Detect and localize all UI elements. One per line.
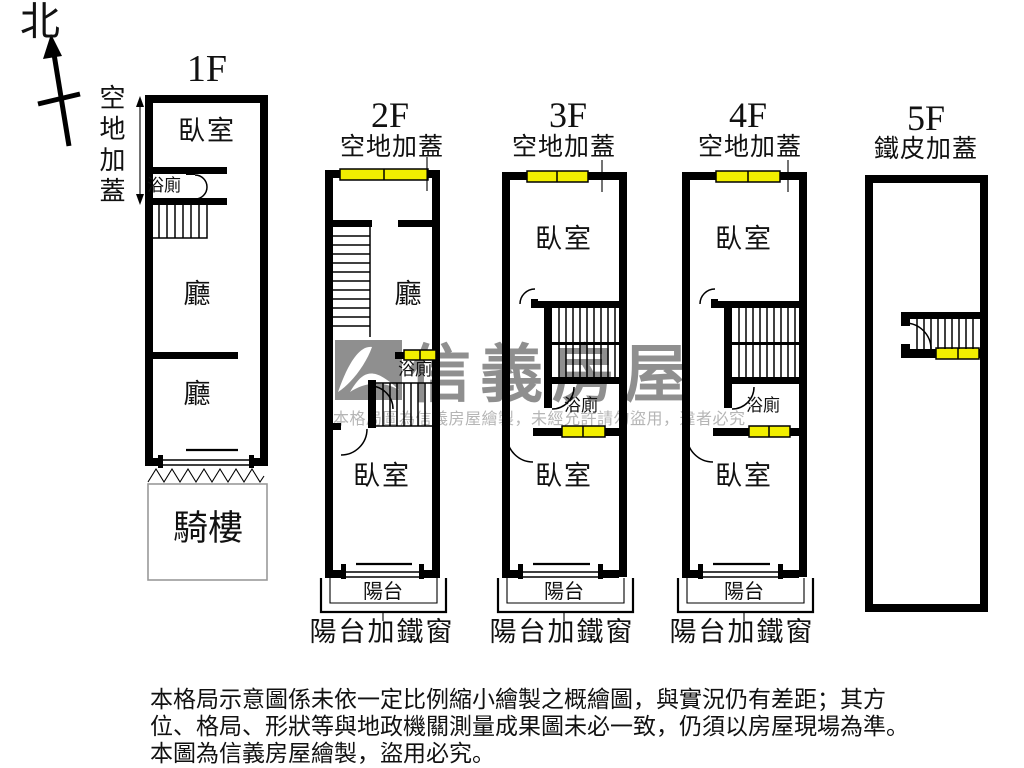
room-label-bath-4f: 浴廁 — [746, 396, 780, 415]
floor-4-title: 4F — [728, 95, 768, 135]
floor-3-top-label: 空地加蓋 — [511, 134, 617, 161]
floor-1-side-label: 空地加蓋 — [96, 84, 125, 208]
room-label-bath-2f: 浴廁 — [398, 360, 432, 379]
room-label-arcade-1f: 騎樓 — [172, 509, 244, 548]
room-label-hall-2f: 廳 — [394, 279, 424, 309]
floor-1-title: 1F — [186, 48, 228, 90]
floor-5-top-label: 鐵皮加蓋 — [873, 136, 979, 163]
room-label-hall-upper-1f: 廳 — [183, 279, 213, 309]
floor-5-title: 5F — [906, 98, 946, 138]
floor-4-linework — [676, 160, 815, 621]
room-label-bath-3f: 浴廁 — [564, 396, 598, 415]
floor-5-linework — [865, 175, 988, 612]
north-label: 北 — [20, 0, 60, 44]
disclaimer-line-1: 本格局示意圖係未依一定比例縮小繪製之概繪圖，與實況仍有差距；其方 — [150, 687, 886, 712]
room-label-bedroom-1f: 臥室 — [178, 116, 236, 146]
room-label-bedroom-top-3f: 臥室 — [535, 224, 593, 254]
floor-3-bottom-label: 陽台加鐵窗 — [489, 617, 635, 647]
floor-2-linework — [319, 157, 448, 621]
floor-4-bottom-label: 陽台加鐵窗 — [669, 617, 815, 647]
room-label-bedroom-4f: 臥室 — [715, 461, 773, 491]
floor-1-linework — [136, 95, 268, 581]
floor-3-title: 3F — [548, 95, 588, 135]
room-label-balcony-4f: 陽台 — [724, 581, 764, 603]
room-label-bedroom-top-4f: 臥室 — [715, 224, 773, 254]
floor-2-bottom-label: 陽台加鐵窗 — [309, 617, 455, 647]
room-label-bath-1f: 浴廁 — [147, 176, 181, 195]
room-label-bedroom-3f: 臥室 — [535, 461, 593, 491]
disclaimer-line-2: 位、格局、形狀等與地政機關測量成果圖未必一致，仍須以房屋現場為準。 — [150, 714, 909, 739]
room-label-hall-lower-1f: 廳 — [183, 379, 213, 409]
room-label-balcony-2f: 陽台 — [363, 581, 403, 603]
room-label-bedroom-2f: 臥室 — [353, 461, 411, 491]
floor-2-top-label: 空地加蓋 — [339, 134, 445, 161]
disclaimer-line-3: 本圖為信義房屋繪製，盜用必究。 — [150, 741, 495, 766]
floor-4-top-label: 空地加蓋 — [697, 134, 803, 161]
disclaimer-text: 本格局示意圖係未依一定比例縮小繪製之概繪圖，與實況仍有差距；其方 位、格局、形狀… — [150, 686, 909, 767]
floor-2-title: 2F — [370, 95, 410, 135]
north-arrow-icon — [37, 34, 81, 147]
room-label-balcony-3f: 陽台 — [544, 581, 584, 603]
floor-3-linework — [496, 160, 635, 621]
